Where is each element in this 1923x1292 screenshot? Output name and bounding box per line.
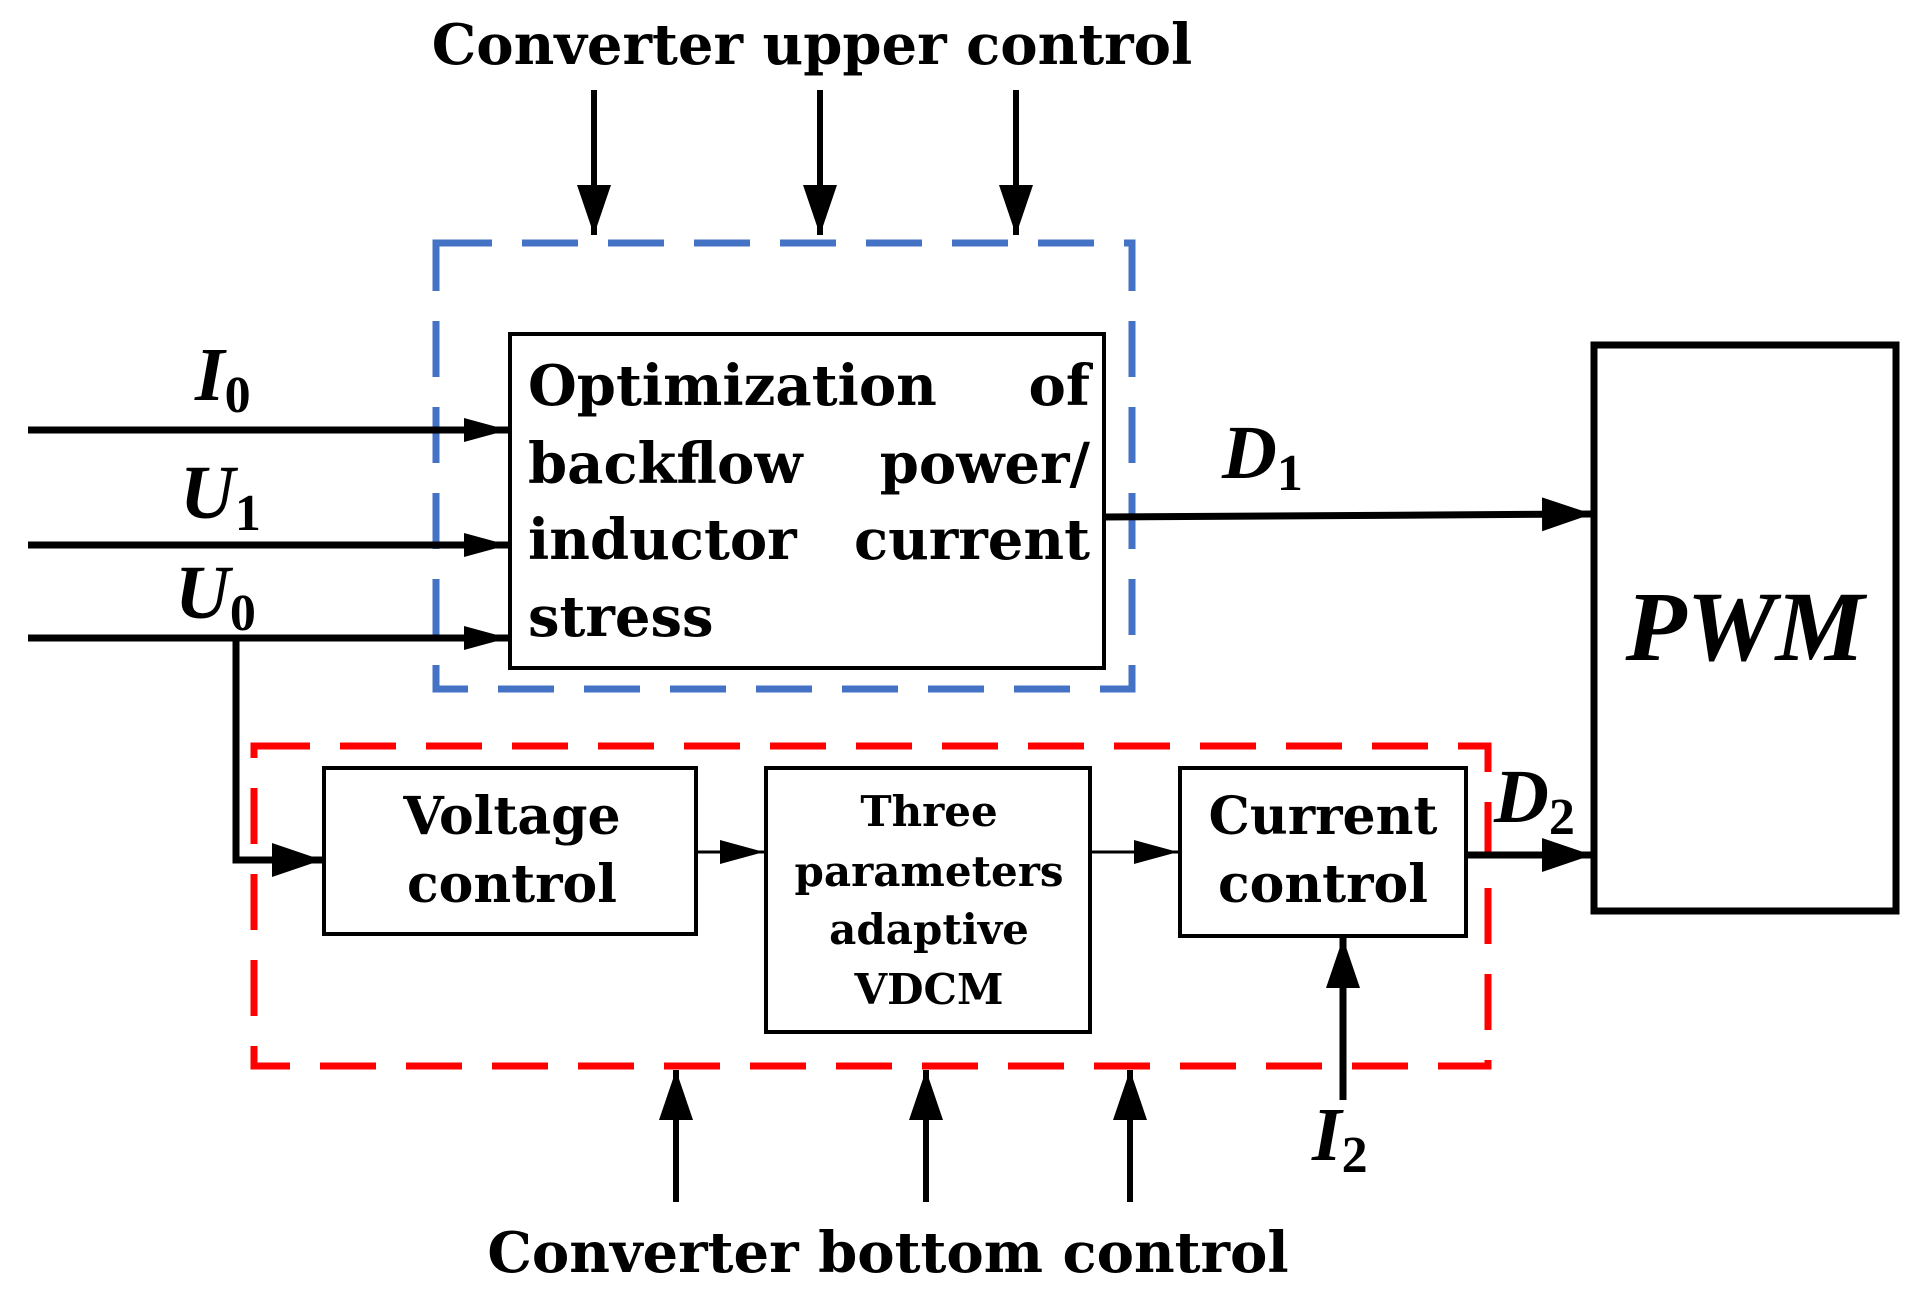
pwm-label: PWM (1625, 571, 1868, 682)
voltage-control-line2: control (407, 854, 617, 915)
vdcm-line1: Three (860, 787, 997, 836)
input-u0-label: U0 (175, 551, 256, 642)
output-d2-subscript: 2 (1549, 789, 1575, 846)
vdcm-block-text: Three parameters adaptive VDCM (795, 787, 1064, 1014)
optimization-block-text: Optimization of backflow power/ inductor… (528, 353, 1094, 650)
input-u0-subscript: 0 (230, 585, 256, 642)
input-u1-label: U1 (180, 451, 261, 542)
input-i2-label: I2 (1311, 1093, 1368, 1184)
input-u0-symbol: U (175, 551, 234, 635)
output-d1-symbol: D (1221, 411, 1277, 495)
optimization-line4: stress (528, 584, 714, 650)
input-i2-symbol: I (1311, 1093, 1344, 1177)
output-d1-line (1103, 497, 1593, 532)
input-i0-subscript: 0 (225, 367, 251, 424)
optimization-line1-right: of (1029, 353, 1094, 419)
voltage-control-line1: Voltage (402, 786, 620, 847)
input-u1-symbol: U (180, 451, 239, 535)
vdcm-line3: adaptive (829, 905, 1029, 954)
vdcm-line2: parameters (795, 847, 1064, 896)
output-d2-symbol: D (1493, 755, 1549, 839)
bottom-control-title: Converter bottom control (487, 1220, 1288, 1286)
bottom-control-group (250, 742, 1492, 1070)
optimization-line2-left: backflow (528, 431, 804, 497)
optimization-line2-right: power/ (880, 431, 1091, 497)
output-d1-subscript: 1 (1277, 445, 1303, 502)
input-i0-label: I0 (194, 333, 251, 424)
u0-branch-line (232, 638, 322, 877)
input-i2-subscript: 2 (1342, 1127, 1368, 1184)
pwm-block (1590, 341, 1900, 915)
input-u1-subscript: 1 (235, 485, 261, 542)
output-d2-label: D2 (1493, 755, 1575, 846)
current-control-line1: Current (1209, 786, 1438, 847)
output-d1-label: D1 (1221, 411, 1303, 502)
optimization-line1-left: Optimization (528, 353, 937, 419)
optimization-block (508, 332, 1106, 670)
voltage-control-block (322, 766, 698, 936)
input-i0-symbol: I (194, 333, 227, 417)
upper-control-group (432, 239, 1136, 693)
optimization-line3-left: inductor (528, 507, 798, 573)
optimization-line3-right: current (854, 507, 1090, 573)
upper-control-title: Converter upper control (432, 12, 1193, 78)
vdcm-line4: VDCM (854, 965, 1004, 1014)
current-control-line2: control (1218, 854, 1428, 915)
vdcm-block (764, 766, 1092, 1034)
